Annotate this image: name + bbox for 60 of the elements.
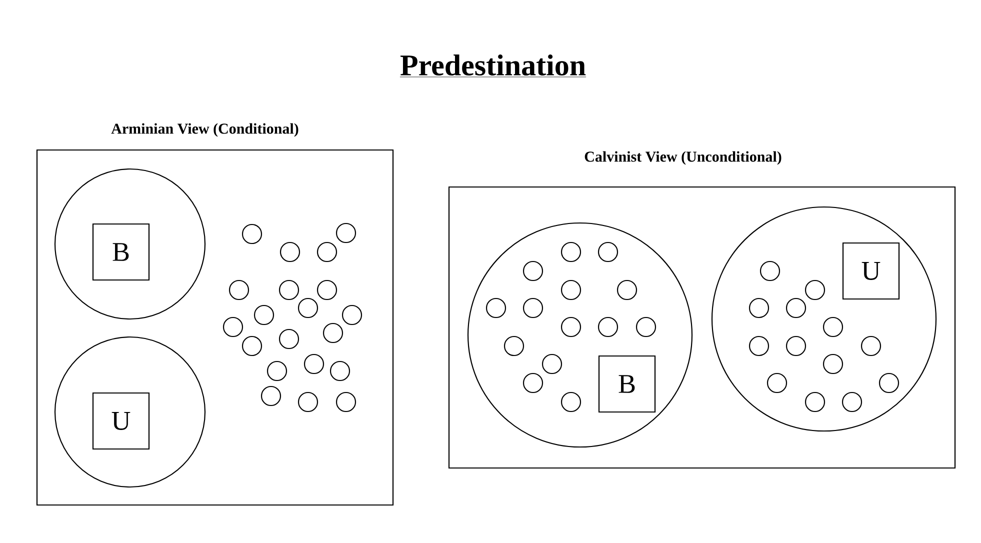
- small-circle: [842, 392, 862, 412]
- small-circle: [316, 242, 338, 262]
- small-circle: [342, 304, 362, 326]
- small-circle: [316, 280, 338, 300]
- small-circle: [766, 372, 788, 394]
- small-circle: [804, 392, 826, 412]
- title: Predestination: [400, 54, 586, 78]
- small-circle: [254, 304, 274, 326]
- small-circle: [228, 280, 250, 300]
- circle: [467, 222, 693, 448]
- small-circle: [242, 336, 262, 356]
- small-circle: [636, 316, 656, 338]
- small-circle: [598, 242, 618, 262]
- small-circle: [504, 336, 524, 356]
- small-circle: [260, 386, 282, 406]
- small-circle: [560, 242, 582, 262]
- circle: [54, 336, 206, 488]
- small-circle: [804, 280, 826, 300]
- small-circle: [330, 360, 350, 382]
- small-circle: [278, 280, 300, 300]
- small-circle: [304, 354, 324, 374]
- small-circle: [560, 280, 582, 300]
- small-circle: [786, 336, 806, 356]
- small-circle: [786, 298, 806, 318]
- view-heading: Calvinist View (Unconditional): [584, 151, 782, 165]
- small-circle: [542, 354, 562, 374]
- circle: [54, 168, 206, 320]
- small-circle: [860, 336, 882, 356]
- small-circle: [336, 222, 356, 244]
- small-circle: [486, 298, 506, 318]
- letter-box: U: [92, 392, 150, 450]
- small-circle: [598, 316, 618, 338]
- small-circle: [522, 298, 544, 318]
- circle: [711, 206, 937, 432]
- view-heading: Arminian View (Conditional): [111, 123, 298, 137]
- panel: [448, 151, 956, 469]
- small-circle: [280, 242, 300, 262]
- small-circle: [616, 280, 638, 300]
- panel: [36, 123, 394, 506]
- small-circle: [522, 260, 544, 282]
- small-circle: [560, 316, 582, 338]
- small-circle: [522, 372, 544, 394]
- small-circle: [822, 316, 844, 338]
- small-circle: [748, 298, 770, 318]
- small-circle: [336, 392, 356, 412]
- small-circle: [278, 328, 300, 350]
- letter-box: B: [598, 355, 656, 413]
- small-circle: [760, 260, 780, 282]
- small-circle: [242, 224, 262, 244]
- small-circle: [878, 372, 900, 394]
- small-circle: [822, 354, 844, 374]
- small-circle: [298, 298, 318, 318]
- small-circle: [266, 360, 288, 382]
- letter-box: U: [842, 242, 900, 300]
- small-circle: [748, 336, 770, 356]
- small-circle: [222, 316, 244, 338]
- small-circle: [298, 392, 318, 412]
- small-circle: [322, 322, 344, 344]
- letter-box: B: [92, 223, 150, 281]
- small-circle: [560, 392, 582, 412]
